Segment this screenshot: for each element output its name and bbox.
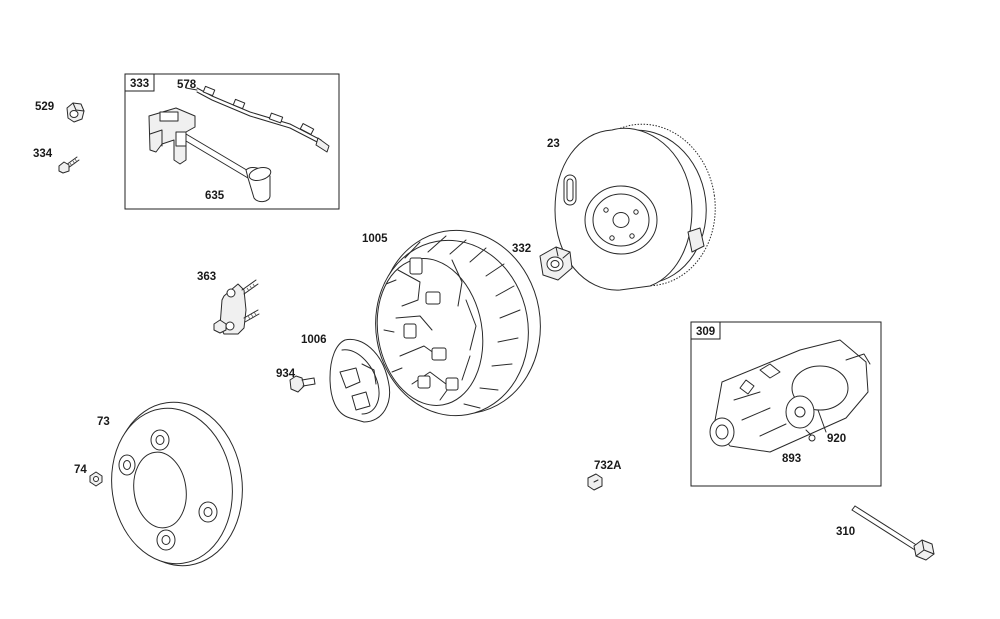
label-334: 334 [33,148,53,160]
part-332-flywheel-nut [539,246,573,281]
part-23-flywheel [554,123,716,291]
part-73-blower-housing [111,401,243,567]
part-310-long-bolt [851,505,935,561]
part-363-bracket [213,279,260,335]
label-310: 310 [836,526,855,538]
group-box-309 [690,321,882,487]
group-box-333 [124,73,340,210]
label-23: 23 [547,138,560,150]
label-73: 73 [97,416,110,428]
part-635-shutdown-wire [148,107,272,203]
label-363: 363 [197,271,216,283]
part-1006-fan-screen [329,338,390,423]
label-74: 74 [74,464,87,476]
label-309: 309 [696,326,715,338]
label-529: 529 [35,101,54,113]
label-332: 332 [512,243,531,255]
label-635: 635 [205,190,225,202]
label-893: 893 [782,453,801,465]
part-309-starter-motor [709,339,871,453]
part-334-screw [58,156,80,174]
group-box-309-tag [690,321,721,340]
part-74-screw [89,471,103,487]
part-732A-fastener [587,473,603,491]
label-1005: 1005 [362,233,388,245]
part-578-wire-harness [185,85,330,153]
label-578: 578 [177,79,197,91]
part-1005-cooling-fan [375,229,541,417]
part-934-bolt [289,375,316,393]
label-934: 934 [276,368,296,380]
label-732A: 732A [594,460,622,472]
label-1006: 1006 [301,334,327,346]
part-529-nut [66,102,85,123]
group-box-333-tag [124,73,155,92]
label-920: 920 [827,433,846,445]
label-333: 333 [130,78,149,90]
